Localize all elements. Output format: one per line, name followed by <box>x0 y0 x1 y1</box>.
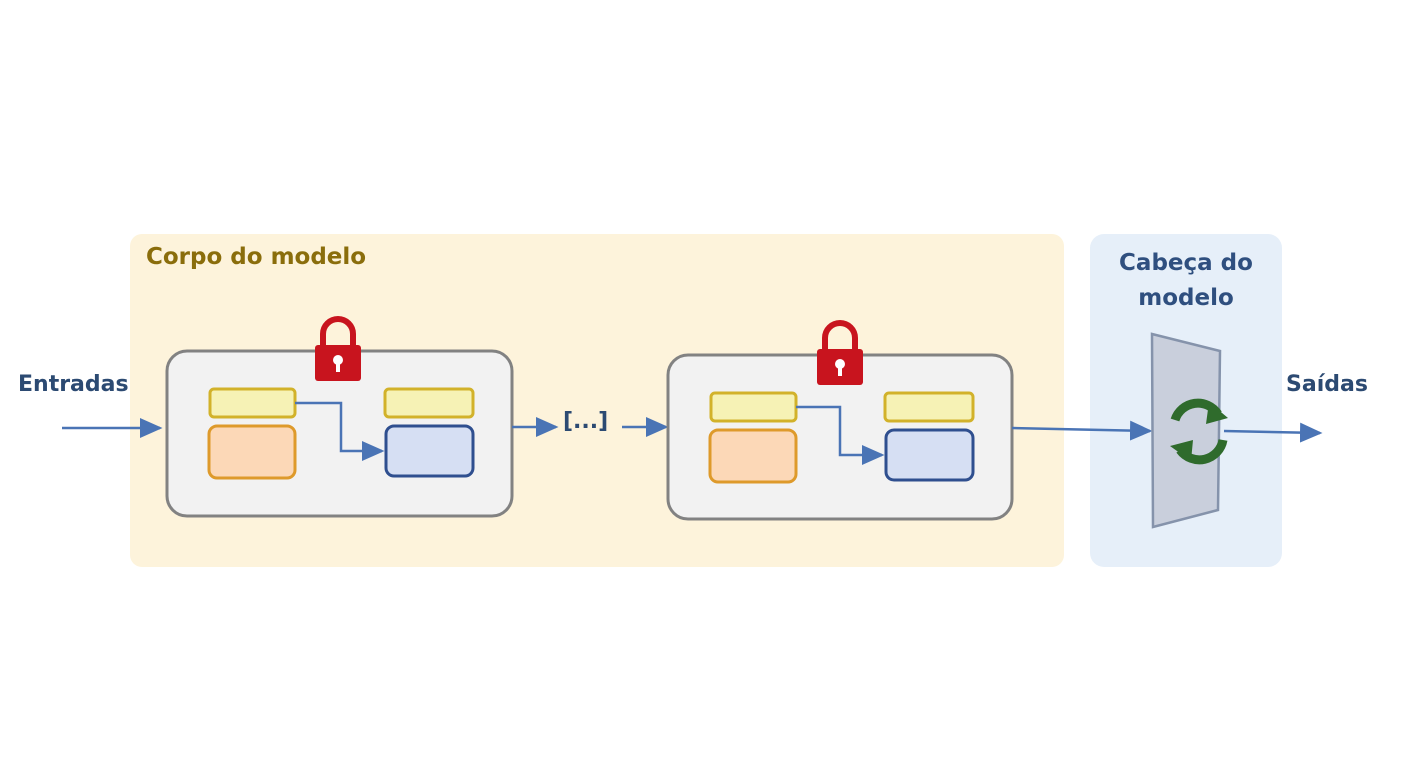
layer-block-2-yellow-unit-left <box>709 391 798 423</box>
layer-block-1-connector <box>295 401 385 461</box>
refresh-cycle-icon <box>1170 398 1228 465</box>
layer-block-1-yellow-unit-left <box>208 387 297 419</box>
input-label: Entradas <box>18 372 129 397</box>
layer-block-2 <box>666 353 1014 521</box>
model-head-title: Cabeça do modelo <box>1119 250 1253 311</box>
ellipsis-label: [...] <box>563 409 609 434</box>
output-label: Saídas <box>1286 372 1368 397</box>
layer-block-1-orange-unit <box>207 424 297 480</box>
layer-block-2-yellow-unit-right <box>883 391 975 423</box>
head-layer-panel <box>1150 332 1222 529</box>
layer-block-2-orange-unit <box>708 428 798 484</box>
padlock-icon <box>817 320 863 385</box>
layer-block-1-blue-unit <box>384 424 475 478</box>
model-body-title: Corpo do modelo <box>146 244 367 270</box>
layer-block-2-blue-unit <box>884 428 975 482</box>
head-input-arrow <box>1011 420 1153 441</box>
padlock-icon <box>315 316 361 381</box>
layer-block-1-yellow-unit-right <box>383 387 475 419</box>
layer-block-2-connector <box>796 405 885 465</box>
layer-block-1 <box>165 349 514 518</box>
output-arrow <box>1223 422 1323 443</box>
